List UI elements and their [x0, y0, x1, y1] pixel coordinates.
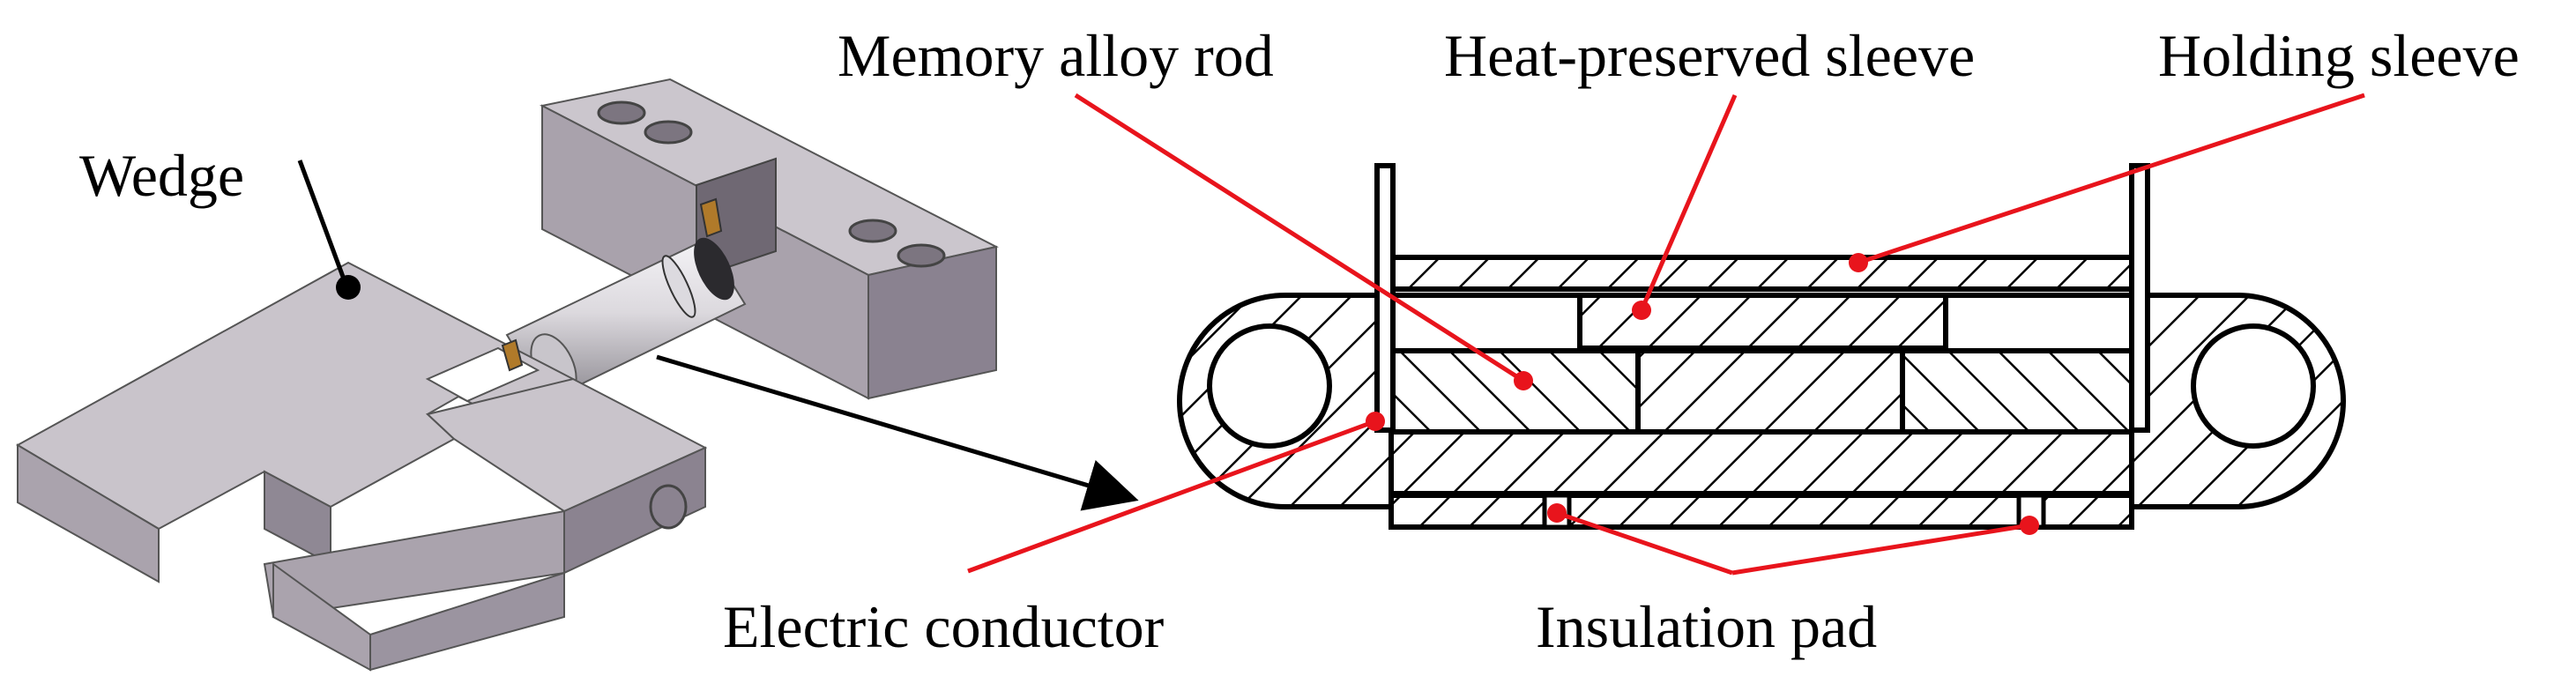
arrow-to-section-view: [656, 354, 1139, 511]
wedge-body: [15, 261, 708, 672]
leader-wedge: [297, 160, 348, 285]
leader-insulation-pad-right: [1731, 523, 2030, 576]
leader-dot-insulation-pad-left: [1547, 503, 1567, 523]
leader-dot-holding-sleeve: [1849, 253, 1868, 272]
leader-dot-memory-alloy-rod: [1514, 371, 1533, 390]
leader-dot-electric-conductor: [1366, 412, 1385, 431]
label-memory-alloy-rod: Memory alloy rod: [838, 22, 1274, 89]
leader-dot-insulation-pad-right: [2020, 516, 2039, 535]
bolt-hole-icon: [848, 219, 897, 243]
callouts: Memory alloy rod Heat-preserved sleeve H…: [723, 22, 2520, 660]
label-wedge: Wedge: [79, 142, 244, 209]
electric-conductor-right: [2129, 163, 2150, 433]
label-electric-conductor: Electric conductor: [723, 593, 1165, 660]
leader-memory-alloy-rod: [1074, 93, 1525, 383]
lower-sleeve-section: [1389, 429, 2134, 496]
bolt-hole-icon: [644, 120, 693, 145]
bolt-hole-icon: [597, 100, 646, 125]
right-lug: [2129, 293, 2346, 509]
label-holding-sleeve: Holding sleeve: [2158, 22, 2520, 89]
leader-electric-conductor: [967, 419, 1376, 574]
bolt-hole-icon: [897, 243, 946, 268]
device-3d-view: Wedge: [15, 78, 1139, 672]
leader-insulation-pad-left: [1556, 510, 1733, 576]
label-insulation-pad: Insulation pad: [1536, 593, 1877, 660]
leader-dot-wedge: [336, 275, 361, 300]
leader-holding-sleeve: [1858, 93, 2365, 265]
leader-heat-preserved-sleeve: [1639, 94, 1738, 311]
cross-section-view: [1177, 163, 2346, 530]
heat-preserved-sleeve-section: [1577, 293, 1948, 351]
pin-hole-icon: [649, 484, 688, 530]
leader-dot-heat-preserved-sleeve: [1632, 301, 1651, 320]
left-lug: [1177, 293, 1394, 509]
label-heat-preserved-sleeve: Heat-preserved sleeve: [1444, 22, 1975, 89]
holding-sleeve-top: [1389, 255, 2134, 292]
memory-alloy-rod-section: [1389, 348, 2134, 435]
